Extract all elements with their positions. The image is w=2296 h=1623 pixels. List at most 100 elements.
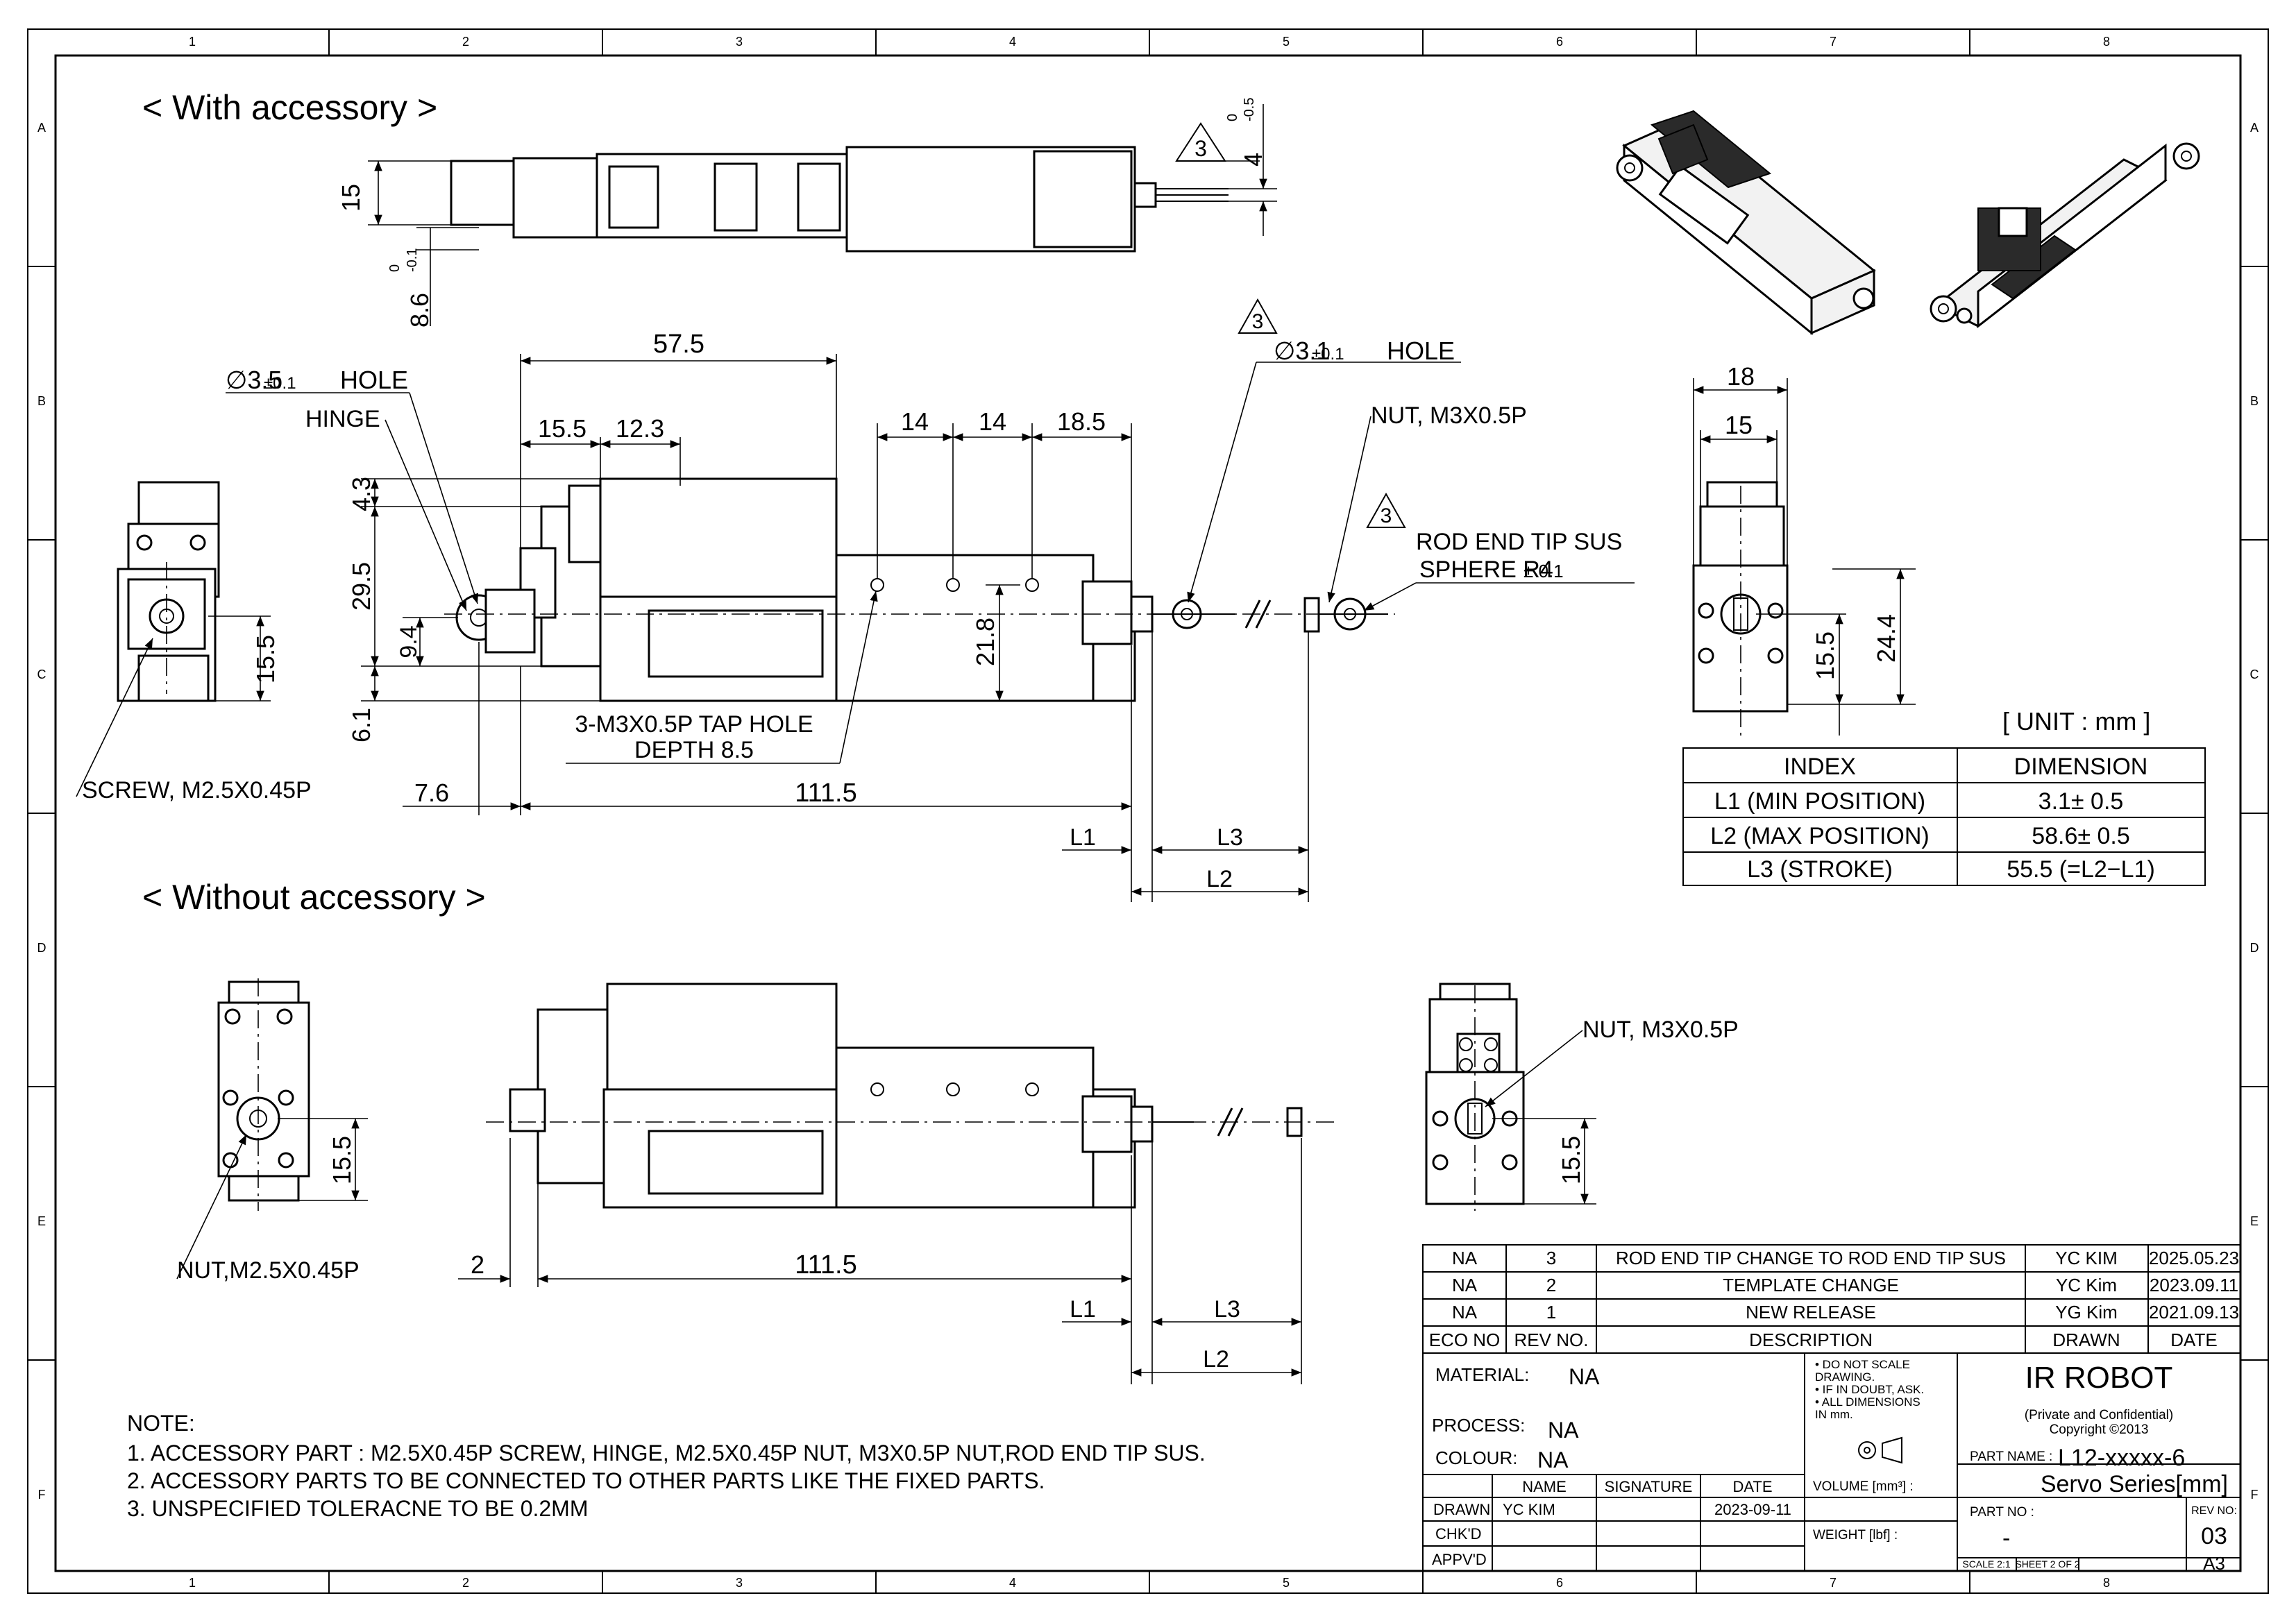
private-label: (Private and Confidential): [2025, 1408, 2173, 1422]
rev-header: DESCRIPTION: [1749, 1329, 1873, 1350]
dim-15-r: 15: [1725, 411, 1753, 439]
rev-triangle-label: 3: [1195, 136, 1207, 161]
note-line: 1. ACCESSORY PART : M2.5X0.45P SCREW, HI…: [127, 1441, 1206, 1465]
end-view-left-dims: 15.5 SCREW, M2.5X0.45P: [76, 615, 312, 804]
nut-m25-callout: NUT,M2.5X0.45P: [177, 1257, 360, 1284]
row-label: F: [2251, 1488, 2259, 1502]
top-view: [450, 146, 1229, 253]
dim-4-tol-lower: -0.5: [1242, 98, 1257, 121]
material-value: NA: [1569, 1364, 1600, 1389]
end-view-right-dims: 18 15 15.5 24.4: [1693, 362, 1916, 736]
row-label: A: [2250, 121, 2259, 135]
dim-L1: L1: [1070, 824, 1096, 851]
bullet-note: DRAWING.: [1815, 1370, 1875, 1384]
row-label: C: [2250, 668, 2259, 681]
part-no-label: PART NO :: [1970, 1505, 2034, 1520]
col-label: 8: [2103, 1576, 2110, 1590]
rev-cell: 1: [1546, 1302, 1556, 1323]
rev-cell: 2021.09.13: [2149, 1302, 2239, 1323]
rev-header: ECO NO: [1429, 1329, 1501, 1350]
dim-14-a: 14: [901, 407, 929, 436]
end-view-right: [1692, 481, 1789, 736]
colour-value: NA: [1537, 1447, 1569, 1472]
hole-3-5-suffix: HOLE: [340, 366, 408, 394]
row-label: B: [2250, 394, 2259, 408]
dim-15: 15: [337, 184, 365, 212]
dim-111-5: 111.5: [795, 779, 856, 808]
tap-hole-callout-2: DEPTH 8.5: [634, 737, 754, 763]
col-label: 7: [1830, 1576, 1837, 1590]
unit-label: [ UNIT : mm ]: [2002, 707, 2150, 736]
rev-cell: NA: [1452, 1302, 1478, 1323]
end-view-right-bare: 15.5 NUT, M3X0.5P: [1425, 983, 1739, 1211]
series-label: Servo Series[mm]: [2041, 1471, 2228, 1497]
col-label: 3: [736, 1576, 743, 1590]
nut-m3-callout: NUT, M3X0.5P: [1371, 402, 1527, 429]
dim-L2-b: L2: [1203, 1346, 1229, 1373]
row-label: F: [38, 1488, 46, 1502]
col-header: SIGNATURE: [1605, 1478, 1693, 1495]
dim-table-cell: 55.5 (=L2−L1): [2007, 856, 2155, 883]
dim-L1-b: L1: [1070, 1296, 1096, 1323]
dim-57-5: 57.5: [653, 330, 704, 359]
rev-cell: 2: [1546, 1275, 1556, 1295]
process-value: NA: [1548, 1418, 1579, 1443]
part-name-label: PART NAME :: [1970, 1450, 2052, 1464]
col-label: 3: [736, 35, 743, 49]
drawn-name: YC KIM: [1503, 1501, 1555, 1518]
drawn-date: 2023-09-11: [1714, 1501, 1791, 1518]
dim-8-6-tol-upper: 0: [387, 264, 403, 272]
rev-no-value: 03: [2201, 1523, 2227, 1549]
dim-4-tol-upper: 0: [1225, 114, 1240, 121]
end-view-left-bare: 15.5 NUT,M2.5X0.45P: [176, 978, 368, 1284]
company-name: IR ROBOT: [2025, 1361, 2173, 1395]
row-label: D: [2250, 941, 2259, 955]
process-label: PROCESS:: [1432, 1415, 1525, 1436]
rev-cell: YG Kim: [2055, 1302, 2118, 1323]
rev-header: DATE: [2170, 1329, 2217, 1350]
dim-table-cell: L1 (MIN POSITION): [1714, 788, 1925, 815]
dim-29-5: 29.5: [347, 562, 375, 611]
rev-header: DRAWN: [2052, 1329, 2120, 1350]
rev-cell: NA: [1452, 1275, 1478, 1295]
title-block: MATERIAL: NA PROCESS: NA COLOUR: NA • DO…: [1422, 1352, 2241, 1574]
col-label: 6: [1556, 1576, 1563, 1590]
dim-24-4: 24.4: [1872, 614, 1900, 663]
bullet-note: • IF IN DOUBT, ASK.: [1815, 1383, 1924, 1396]
sheet-label: SHEET 2 OF 2: [2015, 1558, 2079, 1570]
col-label: 4: [1009, 35, 1016, 49]
rev-triangle-label: 3: [1252, 310, 1264, 333]
dim-4-3: 4.3: [347, 477, 375, 511]
main-side-view: [444, 477, 1395, 702]
dim-15-5-r: 15.5: [1811, 631, 1839, 680]
with-accessory-title: < With accessory >: [142, 88, 437, 127]
row-label: C: [37, 668, 47, 681]
bullet-note: • ALL DIMENSIONS: [1815, 1395, 1921, 1409]
rev-cell: 2023.09.11: [2150, 1275, 2238, 1295]
main-side-view-dims: 57.5 15.5 12.3 14 14 18.5 4.3 29.5 6.1 9…: [226, 298, 1635, 902]
rod-end-callout-1: ROD END TIP SUS: [1416, 529, 1622, 555]
side-view-bare-dims: 2 111.5 L1 L3 L2: [458, 1138, 1302, 1384]
chkd-label: CHK'D: [1435, 1525, 1482, 1543]
col-label: 2: [462, 35, 469, 49]
col-label: 8: [2103, 35, 2110, 49]
frame-labels: 1 2 3 4 5 6 7 8 1 2 3 4 5 6 7 8 A B C D …: [37, 35, 2259, 1590]
part-name-value: L12-xxxxx-6: [2058, 1445, 2185, 1471]
scale-label: SCALE 2:1: [1962, 1558, 2010, 1570]
col-label: 6: [1556, 35, 1563, 49]
rev-cell: NEW RELEASE: [1746, 1302, 1876, 1323]
dim-9-4: 9.4: [396, 625, 422, 658]
tap-hole-callout-1: 3-M3X0.5P TAP HOLE: [575, 711, 813, 738]
screw-callout: SCREW, M2.5X0.45P: [82, 777, 312, 804]
col-label: 7: [1830, 35, 1837, 49]
dim-7-6: 7.6: [414, 779, 449, 807]
rev-cell: YC Kim: [2056, 1275, 2117, 1295]
rev-cell: 3: [1546, 1248, 1556, 1268]
dim-8-6-tol-lower: -0.1: [405, 248, 420, 272]
material-label: MATERIAL:: [1435, 1364, 1529, 1385]
col-header: DATE: [1732, 1478, 1772, 1495]
hole-3-1-tol: ±0.1: [1312, 345, 1344, 364]
notes-title: NOTE:: [127, 1411, 195, 1436]
note-line: 2. ACCESSORY PARTS TO BE CONNECTED TO OT…: [127, 1468, 1045, 1493]
